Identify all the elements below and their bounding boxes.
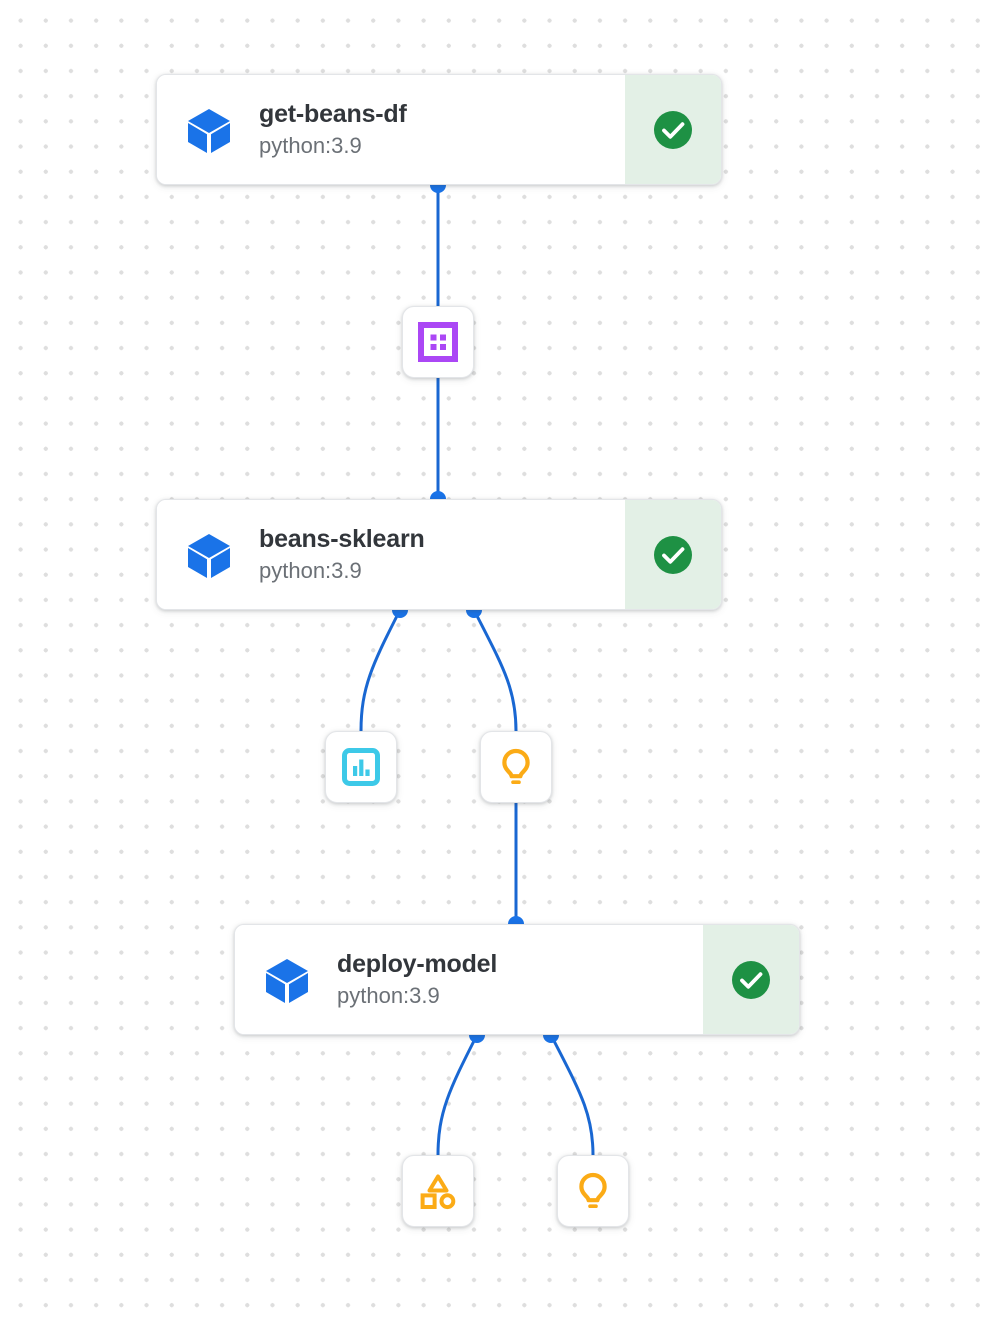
node-body: beans-sklearn python:3.9 xyxy=(157,500,625,609)
node-text: get-beans-df python:3.9 xyxy=(259,100,407,159)
pipeline-node-beans-sklearn[interactable]: beans-sklearn python:3.9 xyxy=(156,499,722,610)
lightbulb-icon xyxy=(502,748,530,784)
status-badge-succeeded[interactable] xyxy=(625,500,721,609)
edge-sklearn-to-metrics xyxy=(359,609,402,732)
artifact-node-classification[interactable] xyxy=(402,1155,474,1227)
edge-deploy-to-classification xyxy=(436,1034,479,1156)
node-text: deploy-model python:3.9 xyxy=(337,950,497,1009)
shapes-icon xyxy=(420,1174,456,1210)
cube-icon xyxy=(183,104,235,156)
artifact-node-model[interactable] xyxy=(480,731,552,803)
artifact-node-metrics[interactable] xyxy=(325,731,397,803)
status-badge-succeeded[interactable] xyxy=(625,75,721,184)
node-title: beans-sklearn xyxy=(259,524,425,553)
pipeline-node-deploy-model[interactable]: deploy-model python:3.9 xyxy=(234,924,800,1035)
node-text: beans-sklearn python:3.9 xyxy=(259,525,425,584)
node-subtitle: python:3.9 xyxy=(337,983,440,1009)
check-circle-icon xyxy=(654,535,692,574)
artifact-node-dataset[interactable] xyxy=(402,306,474,378)
check-circle-icon xyxy=(654,110,692,149)
node-title: deploy-model xyxy=(337,949,498,978)
artifact-node-endpoint[interactable] xyxy=(557,1155,629,1227)
node-title: get-beans-df xyxy=(259,99,407,128)
cube-icon xyxy=(183,529,235,581)
node-body: get-beans-df python:3.9 xyxy=(157,75,625,184)
dataset-grid-icon xyxy=(418,322,458,362)
bar-chart-icon xyxy=(342,748,380,786)
edge-sklearn-to-model xyxy=(472,609,518,732)
node-subtitle: python:3.9 xyxy=(259,133,362,159)
status-badge-succeeded[interactable] xyxy=(703,925,799,1034)
lightbulb-icon xyxy=(579,1172,607,1208)
check-circle-icon xyxy=(732,960,770,999)
edge-deploy-to-endpoint xyxy=(549,1034,595,1156)
node-subtitle: python:3.9 xyxy=(259,558,362,584)
cube-icon xyxy=(261,954,313,1006)
node-body: deploy-model python:3.9 xyxy=(235,925,703,1034)
pipeline-node-get-beans-df[interactable]: get-beans-df python:3.9 xyxy=(156,74,722,185)
